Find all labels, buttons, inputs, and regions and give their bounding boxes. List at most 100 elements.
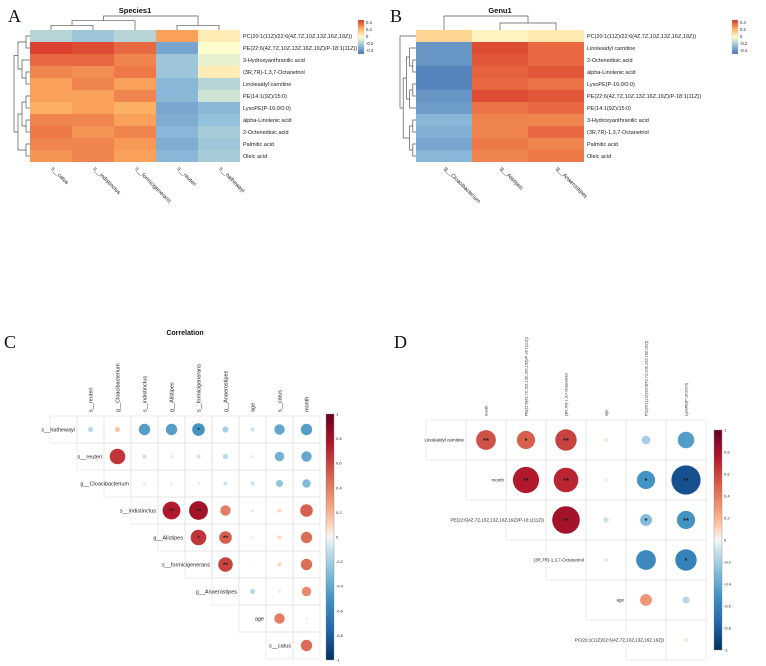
heatmap-cell xyxy=(30,138,72,150)
correlogram-column-label: age xyxy=(251,403,257,412)
heatmap-cell xyxy=(198,78,240,90)
heatmap-row-label: (3R,7R)-1,3,7-Octanetriol xyxy=(243,70,305,76)
correlation-circle xyxy=(301,586,312,597)
heatmap-row-label: Oleic acid xyxy=(243,154,267,160)
correlogram-svg: **********s__hathewayis__reuterig__Cloac… xyxy=(41,363,344,663)
correlogram-column-label: s__reuteri xyxy=(89,388,95,412)
heatmap-cell xyxy=(72,126,114,138)
heatmap-svg: PC(20:1(11Z)/22:6(4Z,7Z,10Z,13Z,16Z,19Z)… xyxy=(399,15,748,205)
heatmap-cell xyxy=(528,126,584,138)
correlation-circle xyxy=(671,465,701,495)
heatmap-cell xyxy=(114,30,156,42)
heatmap-cell xyxy=(30,114,72,126)
heatmap-cell xyxy=(156,126,198,138)
correlation-circle xyxy=(277,508,282,513)
colorbar-tick: 0.8 xyxy=(724,450,730,455)
colorbar-tick: 1 xyxy=(724,428,727,433)
heatmap-cell xyxy=(114,126,156,138)
correlation-circle xyxy=(301,451,312,462)
panel-b-letter: B xyxy=(390,6,403,26)
heatmap-cell xyxy=(528,78,584,90)
heatmap-row-label: Palmitic acid xyxy=(587,142,618,148)
heatmap-cell xyxy=(30,90,72,102)
correlation-circle xyxy=(250,427,255,432)
heatmap-cell xyxy=(30,42,72,54)
heatmap-row-label: Oleic acid xyxy=(587,154,611,160)
panel-correlation-metabolites: D ******************Linoleaidyl carnitin… xyxy=(386,330,764,666)
heatmap-cell xyxy=(472,102,528,114)
correlation-circle xyxy=(251,536,254,539)
correlation-circle xyxy=(636,550,656,570)
significance-mark: ** xyxy=(563,516,569,525)
heatmap-cells xyxy=(30,30,240,162)
correlation-circle xyxy=(604,438,608,442)
heatmap-cell xyxy=(472,42,528,54)
heatmap-cell xyxy=(472,78,528,90)
correlation-circle xyxy=(302,479,311,488)
heatmap-legend-tick: 0 xyxy=(366,34,369,39)
heatmap-cell xyxy=(114,42,156,54)
significance-mark: * xyxy=(645,476,648,485)
heatmap-cell xyxy=(114,114,156,126)
heatmap-row-label: LysoPE(P-16:0/0:0) xyxy=(587,82,635,88)
heatmap-cell xyxy=(156,66,198,78)
correlation-circle xyxy=(143,482,146,485)
correlation-circle xyxy=(675,549,697,571)
panel-d-letter: D xyxy=(394,332,407,352)
heatmap-cell xyxy=(416,66,472,78)
correlogram-row-label: g__Cloacibacterium xyxy=(80,481,129,487)
heatmap-legend-tick: -0.4 xyxy=(740,48,748,53)
correlation-circle xyxy=(190,529,207,546)
correlation-circle xyxy=(300,639,313,652)
correlogram-column-label: PC(20:1(11Z)/22:6(4Z,7Z,10Z,13Z,16Z,19Z)… xyxy=(644,340,648,416)
colorbar-tick: 0.4 xyxy=(724,494,730,499)
correlogram-column-label: age xyxy=(604,410,608,416)
heatmap-row-label: 3-Hydroxyanthranilic acid xyxy=(243,58,305,64)
colorbar-tick: -0.2 xyxy=(336,559,344,564)
correlation-circle xyxy=(274,424,285,435)
correlogram-column-label: g__Cloacibacterium xyxy=(116,363,122,412)
heatmap-cell xyxy=(72,90,114,102)
correlogram-row-label: g__Alistipes xyxy=(153,535,183,541)
heatmap-row-label: LysoPE(P-16:0/0:0) xyxy=(243,106,291,112)
species-heatmap-plot: PC(20:1(11Z)/22:6(4Z,7Z,10Z,13Z,16Z,19Z)… xyxy=(6,4,384,244)
correlogram-row-label: g__Anaerostipes xyxy=(196,589,238,595)
heatmap-cell xyxy=(198,90,240,102)
heatmap-cell xyxy=(198,150,240,162)
heatmap-cell xyxy=(472,30,528,42)
heatmap-column-label: s__hathewayi xyxy=(218,166,246,194)
correlation-circle xyxy=(604,478,608,482)
heatmap-cell xyxy=(416,150,472,162)
correlogram-row-label: Linoleaidyl carnitine xyxy=(424,438,464,443)
colorbar-tick: -0.2 xyxy=(724,560,732,565)
heatmap-cell xyxy=(198,114,240,126)
colorbar-tick: -0.6 xyxy=(336,608,344,613)
correlation-circle xyxy=(189,501,208,520)
heatmap-cell xyxy=(30,126,72,138)
correlogram-column-label: g__Anaerostipes xyxy=(224,370,230,412)
correlation-circle xyxy=(114,426,121,433)
heatmap-column-label: s__reuteri xyxy=(176,166,198,188)
correlogram-column-label: PE(22:6(4Z,7Z,10Z,13Z,16Z,19Z)/P-18:1(11… xyxy=(524,336,528,416)
heatmap-cell xyxy=(156,90,198,102)
heatmap-cell xyxy=(472,66,528,78)
column-dendrogram xyxy=(50,15,220,30)
correlogram-column-label: (3R,7R)-1,3,7-Octanetriol xyxy=(564,373,568,416)
heatmap-column-label: g__Alistipes xyxy=(499,166,524,191)
heatmap-row-label: Palmitic acid xyxy=(243,142,274,148)
heatmap-cell xyxy=(156,102,198,114)
heatmap-row-label: PE(22:6(4Z,7Z,10Z,13Z,16Z,19Z)/P-18:1(11… xyxy=(587,94,701,100)
significance-mark: ** xyxy=(196,508,202,515)
correlation-circle xyxy=(87,426,94,433)
heatmap-cell xyxy=(30,102,72,114)
correlation-circle xyxy=(640,594,652,606)
row-dendrogram xyxy=(399,35,416,157)
correlogram-column-label: LysoPE(P-16:0/0:0) xyxy=(684,382,688,416)
genus-heatmap-plot: PC(20:1(11Z)/22:6(4Z,7Z,10Z,13Z,16Z,19Z)… xyxy=(388,4,764,244)
colorbar-tick: 0 xyxy=(336,535,339,540)
heatmap-cell xyxy=(198,126,240,138)
